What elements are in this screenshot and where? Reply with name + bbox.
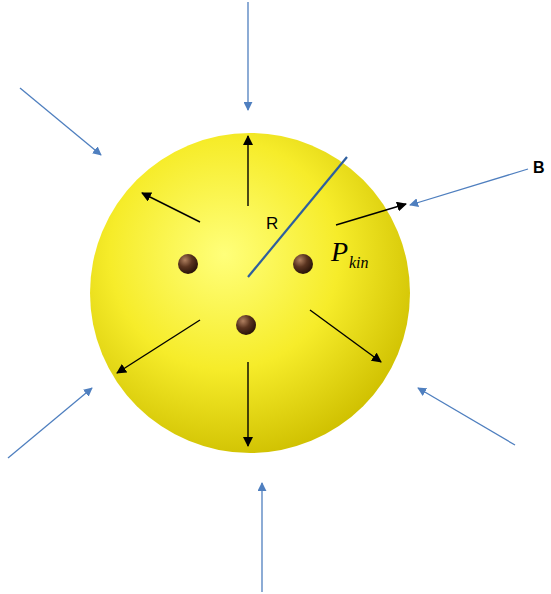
sphere-interior (90, 133, 410, 453)
pressure-arrow (20, 88, 101, 155)
radius-label: R (266, 214, 278, 234)
sphere: R Pkin (90, 133, 410, 453)
kinetic-pressure-arrow (336, 204, 406, 225)
pressure-arrow (410, 169, 528, 205)
particle (178, 254, 198, 274)
pressure-arrow (261, 483, 262, 592)
external-pressure-arrows (8, 2, 528, 592)
kinetic-pressure-arrow (310, 310, 381, 362)
kinetic-pressure-arrow (247, 136, 248, 206)
pressure-symbol: P (331, 236, 348, 268)
sphere-outline (90, 133, 410, 453)
kinetic-pressure-arrow (117, 320, 200, 373)
pressure-arrow (8, 388, 92, 458)
pressure-arrow (418, 388, 515, 445)
field-label: B (533, 159, 545, 177)
pressure-arrow (247, 2, 248, 110)
kinetic-pressure-arrow (247, 362, 248, 446)
pressure-subscript: kin (349, 254, 369, 272)
sphere-body (90, 133, 410, 453)
particle (293, 254, 313, 274)
particle (236, 315, 256, 335)
kinetic-pressure-arrow (142, 193, 200, 222)
